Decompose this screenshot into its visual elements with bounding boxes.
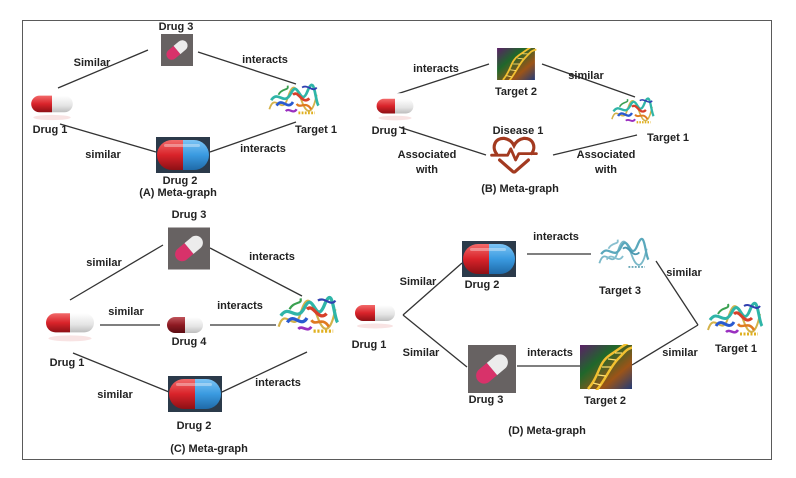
red-white-capsule-icon <box>350 299 400 329</box>
panel-a-edge-drug1-drug2 <box>59 123 157 153</box>
panel-d-edge-label: Similar <box>403 347 440 359</box>
panel-b-caption: (B) Meta-graph <box>481 183 559 195</box>
protein-structure-light-icon <box>598 237 650 269</box>
panel-a-edge-label: similar <box>85 149 121 161</box>
panel-d-edge-label: similar <box>662 347 698 359</box>
panel-c-edge-drug3-target <box>209 247 303 297</box>
panel-d-edge-label: Similar <box>400 276 437 288</box>
panel-c-node-label-drug4: Drug 4 <box>172 336 208 348</box>
panel-d-caption: (D) Meta-graph <box>508 425 586 437</box>
panel-d-edge-label: interacts <box>527 347 573 359</box>
red-white-capsule-icon <box>26 89 78 121</box>
panel-a-caption: (A) Meta-graph <box>139 187 217 199</box>
panel-a-edge-label: interacts <box>242 54 288 66</box>
panel-d-node-label-drug2: Drug 2 <box>465 279 500 291</box>
panel-d-edge-target3-target1 <box>655 260 699 326</box>
panel-c-edge-label: similar <box>97 389 133 401</box>
panel-c-node-label-drug1: Drug 1 <box>50 357 85 369</box>
protein-structure-icon <box>706 301 764 336</box>
panel-d-edge-drug1-drug3 <box>402 314 468 368</box>
figure-frame <box>22 20 772 460</box>
panel-d-node-label-target2: Target 2 <box>584 395 626 407</box>
panel-d-node-label-target3: Target 3 <box>599 285 641 297</box>
panel-a-node-label-drug1: Drug 1 <box>33 124 68 136</box>
panel-b-node-label-disease1: Disease 1 <box>493 125 544 137</box>
dna-helix-icon <box>495 48 538 80</box>
panel-b-edge-label: with <box>415 164 438 176</box>
panel-c-node-label-drug2: Drug 2 <box>177 420 212 432</box>
panel-d-node-label-drug1: Drug 1 <box>352 339 387 351</box>
pink-white-capsule-photo-icon <box>468 345 516 393</box>
panel-b-edge-label: interacts <box>413 63 459 75</box>
panel-b-node-label-drug1: Drug 1 <box>372 125 407 137</box>
panel-c-caption: (C) Meta-graph <box>170 443 248 455</box>
red-white-capsule-icon <box>372 93 418 121</box>
panel-d-node-label-target1: Target 1 <box>715 343 757 355</box>
panel-b-node-label-target2: Target 2 <box>495 86 537 98</box>
red-white-capsule-icon <box>40 306 100 342</box>
panel-b-edge-label: similar <box>568 70 604 82</box>
panel-c-edge-label: similar <box>86 257 122 269</box>
panel-b-edge-drug1-target2 <box>396 63 490 95</box>
protein-structure-icon <box>267 83 321 115</box>
panel-a-edge-drug3-target1 <box>197 51 297 85</box>
panel-a-edge-label: interacts <box>240 143 286 155</box>
red-blue-capsule-icon <box>462 241 516 277</box>
panel-c-edge-drug2-target <box>221 351 308 393</box>
protein-structure-icon <box>610 97 655 124</box>
panel-c-edge-label: similar <box>108 306 144 318</box>
darkred-white-capsule-icon <box>160 313 210 337</box>
panel-a-edge-drug2-target1 <box>209 121 297 153</box>
panel-b-edge-label: with <box>594 164 617 176</box>
panel-c-edge-label: interacts <box>217 300 263 312</box>
panel-b-edge-drug1-disease1 <box>398 126 487 156</box>
panel-c-node-label-drug3: Drug 3 <box>172 209 207 221</box>
panel-a-node-label-target1: Target 1 <box>295 124 337 136</box>
pink-white-capsule-photo-icon <box>168 227 210 270</box>
dna-helix-icon <box>580 344 632 390</box>
panel-d-node-label-drug3: Drug 3 <box>469 394 504 406</box>
pink-white-capsule-photo-icon <box>161 34 193 66</box>
red-blue-capsule-icon <box>168 376 222 412</box>
panel-a-node-label-drug3: Drug 3 <box>159 21 194 33</box>
panel-b-edge-target2-target1 <box>541 63 636 98</box>
edges <box>57 49 699 393</box>
panel-c-edge-drug1-drug3 <box>69 244 164 301</box>
panel-a-node-label-drug2: Drug 2 <box>163 175 198 187</box>
red-blue-capsule-icon <box>156 137 210 173</box>
heartbeat-icon <box>489 136 539 174</box>
panel-b-edge-disease1-target1 <box>552 134 638 156</box>
panel-d-edge-drug1-drug2 <box>402 262 463 316</box>
panel-b-node-label-target1: Target 1 <box>647 132 689 144</box>
panel-d-edge-label: interacts <box>533 231 579 243</box>
panel-a-edge-drug1-drug3 <box>57 49 149 89</box>
protein-structure-icon <box>276 295 340 333</box>
panel-d-edge-target2-target1 <box>631 324 699 366</box>
panel-c-edge-label: interacts <box>255 377 301 389</box>
panel-b-edge-label: Associated <box>398 149 457 161</box>
panel-b-edge-label: Associated <box>577 149 636 161</box>
node-icons <box>26 34 764 412</box>
panel-d-edge-label: similar <box>666 267 702 279</box>
panel-a-edge-label: Similar <box>74 57 111 69</box>
panel-c-edge-drug1-drug2 <box>72 352 170 393</box>
panel-c-edge-label: interacts <box>249 251 295 263</box>
